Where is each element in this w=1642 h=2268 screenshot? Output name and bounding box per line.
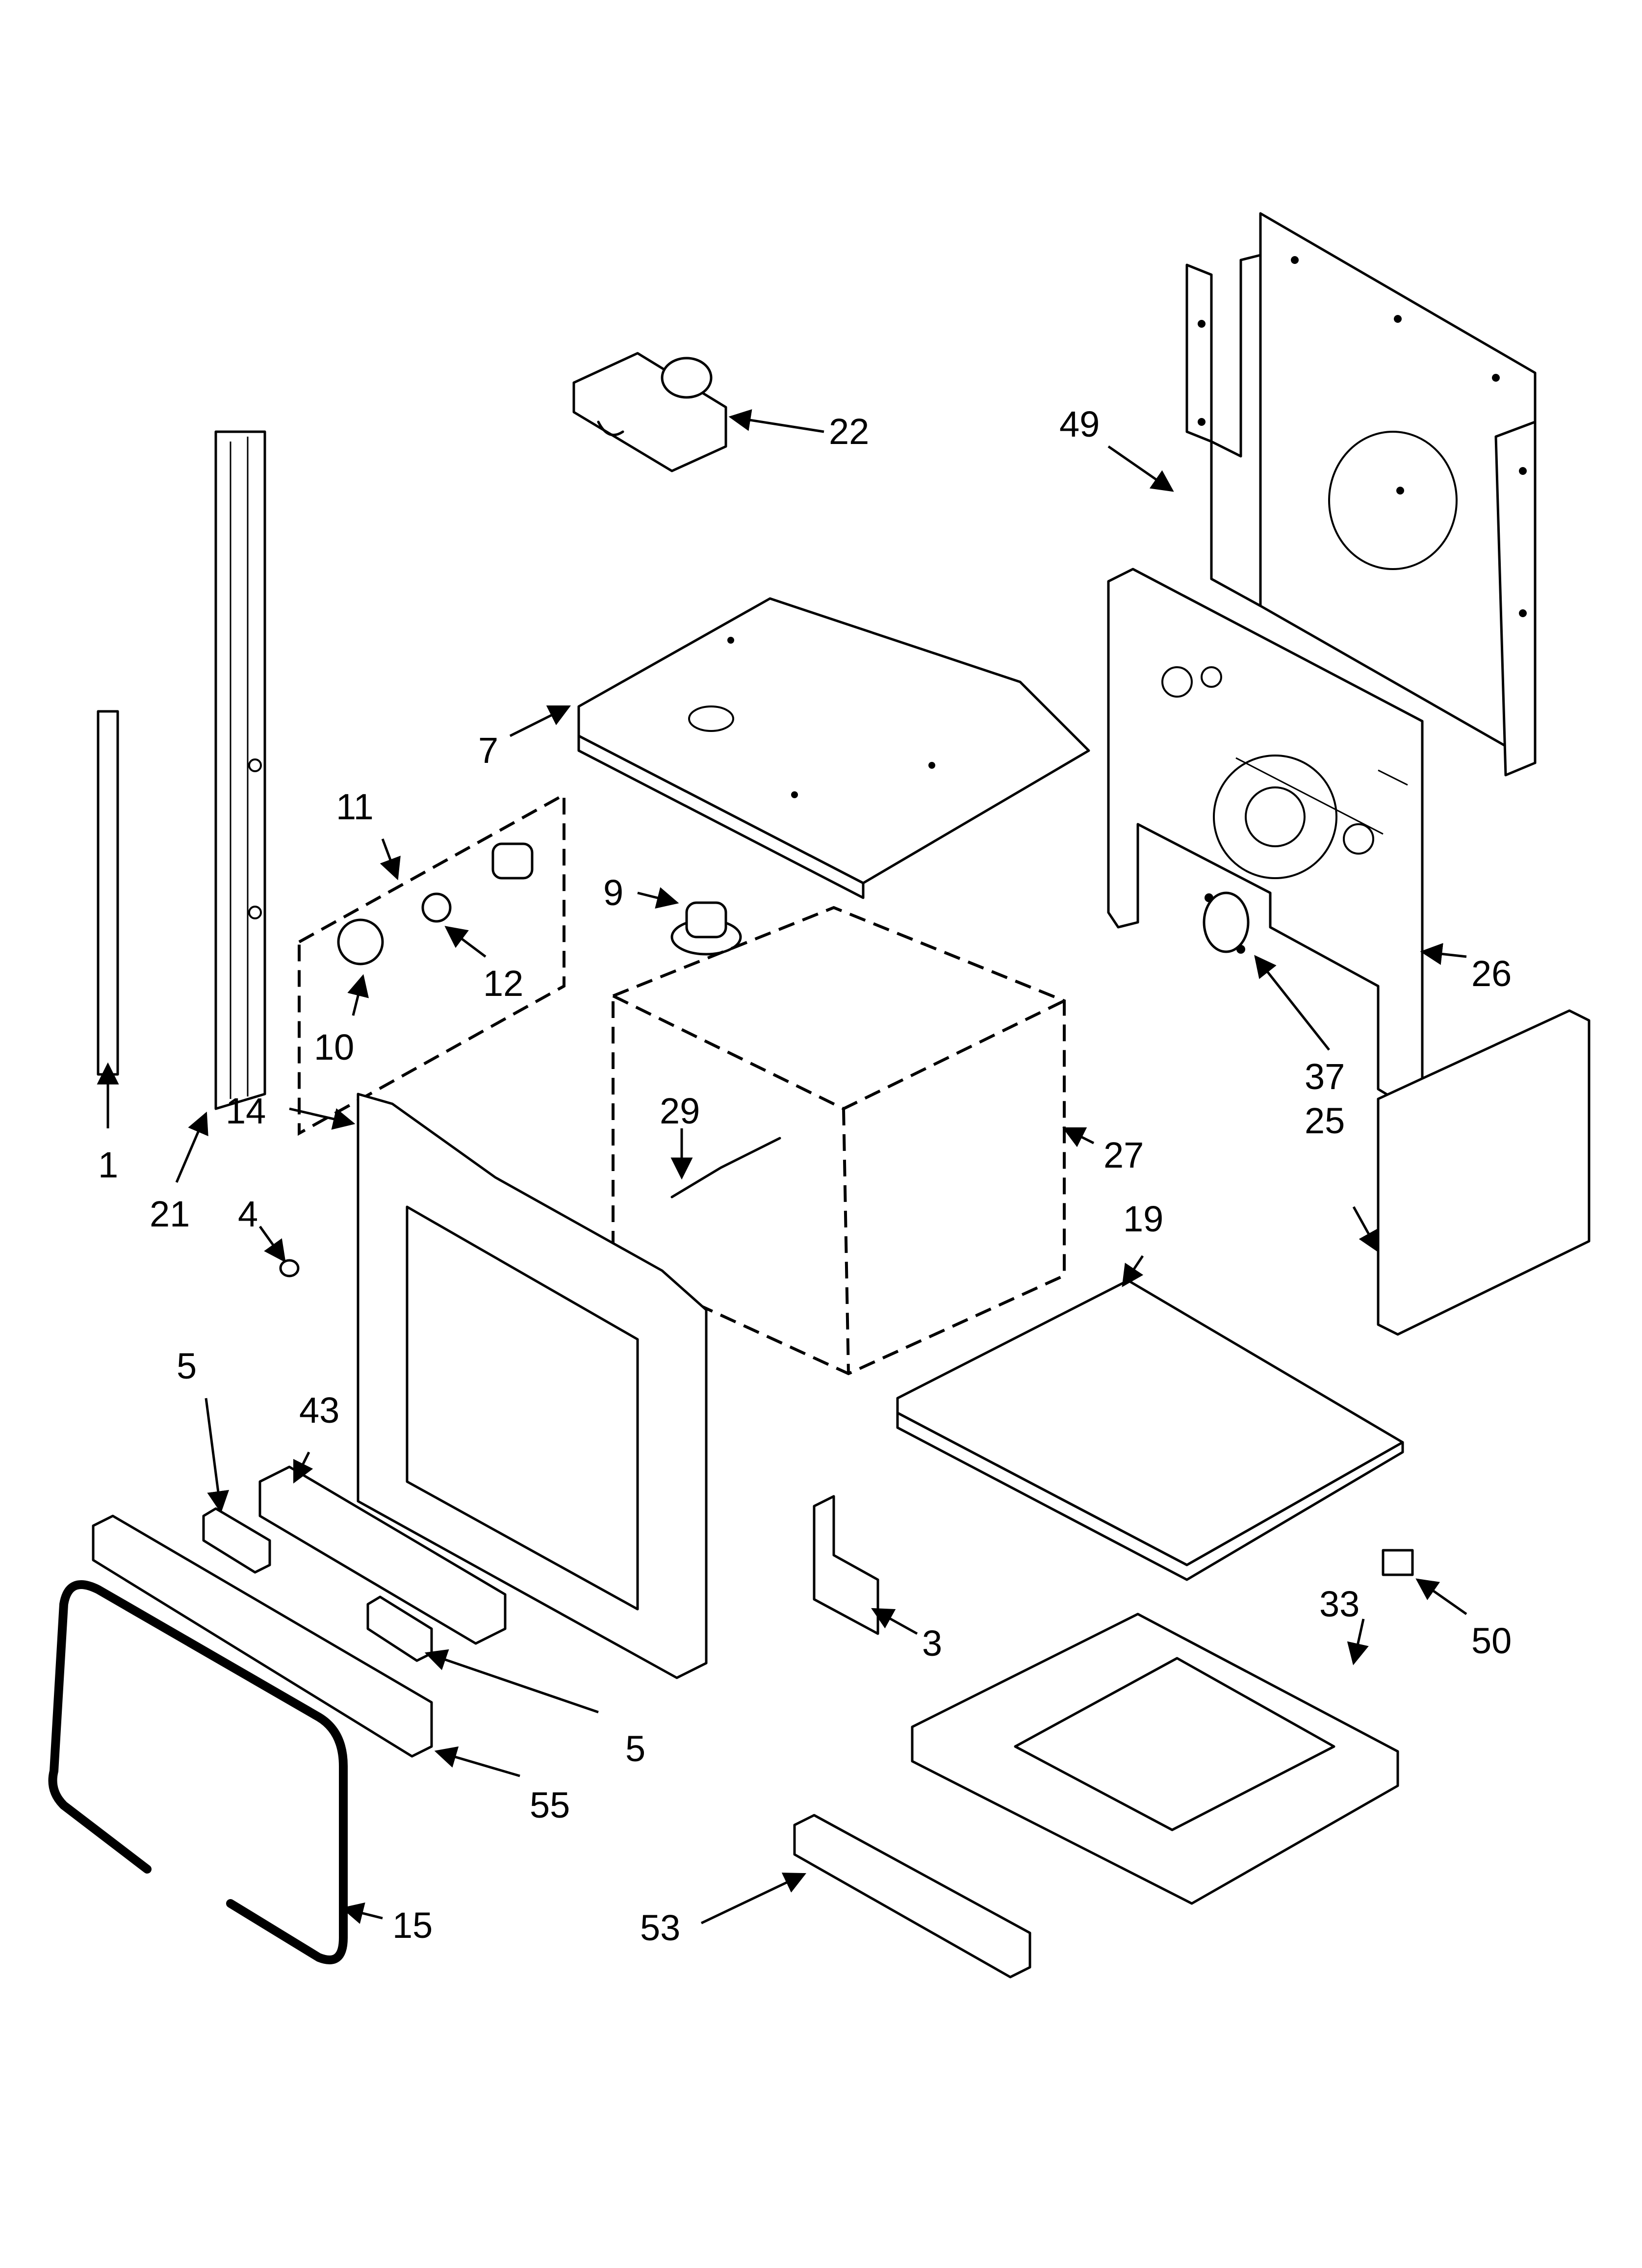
part-19-bottom-panel <box>896 1279 1404 1581</box>
part-50-rear-panel <box>1185 212 1537 777</box>
part-55-trim <box>92 1514 433 1758</box>
part-53-clip <box>1382 1549 1414 1576</box>
part-3-bracket <box>813 1495 879 1635</box>
part-14-front-frame <box>357 1093 708 1679</box>
leader-lines <box>97 409 1467 1925</box>
callout-25: 25 <box>1305 1100 1345 1141</box>
part-49-rail <box>258 1465 507 1645</box>
part-11-kit <box>298 792 565 1136</box>
part-33-strip <box>793 1814 1031 1979</box>
callout-7: 7 <box>478 730 498 771</box>
callout-9: 9 <box>603 872 623 913</box>
part-4-screw <box>279 1259 300 1277</box>
callout-53: 50 <box>1471 1620 1512 1661</box>
callout-1: 1 <box>98 1145 118 1185</box>
part-1-bar <box>97 710 119 1076</box>
part-22-motor <box>572 352 727 472</box>
part-37-thermostat <box>1203 891 1250 954</box>
part-7-top-panel <box>577 597 1090 899</box>
callout-43: 33 <box>1319 1584 1360 1624</box>
part-26-back-plate <box>1107 568 1424 1105</box>
callout-37: 37 <box>1305 1056 1345 1097</box>
callout-27: 27 <box>1103 1135 1144 1175</box>
callout-22: 22 <box>829 411 869 452</box>
part-25-side-panel <box>1377 1009 1591 1336</box>
callout-21: 21 <box>150 1194 190 1234</box>
callout-29: 29 <box>660 1091 700 1131</box>
callout-10: 10 <box>314 1027 354 1068</box>
callout-5-upper: 5 <box>177 1346 197 1386</box>
callout-15: 15 <box>392 1905 433 1946</box>
callout-12: 12 <box>483 963 523 1004</box>
callout-4: 4 <box>238 1194 258 1234</box>
callout-26: 26 <box>1471 953 1512 994</box>
part-5-block-a <box>202 1507 271 1574</box>
callout-55: 55 <box>530 1785 570 1825</box>
callout-5-lower: 5 <box>625 1728 645 1769</box>
part-43-tray <box>911 1613 1399 1905</box>
callout-33: 53 <box>640 1907 680 1948</box>
callout-50: 49 <box>1059 404 1100 444</box>
callout-19: 19 <box>1123 1199 1163 1239</box>
callout-49: 43 <box>299 1390 339 1431</box>
part-15-gasket <box>48 1580 348 1964</box>
callout-11: 11 <box>336 786 374 827</box>
callout-3: 3 <box>922 1623 942 1664</box>
callout-14: 14 <box>226 1091 266 1131</box>
part-29-sensor <box>670 1137 781 1199</box>
part-21-channel <box>214 430 266 1110</box>
callout-labels: 22 49 7 11 12 10 9 29 27 26 37 25 1 21 1… <box>98 404 1512 1948</box>
part-9-bearing <box>670 901 742 956</box>
